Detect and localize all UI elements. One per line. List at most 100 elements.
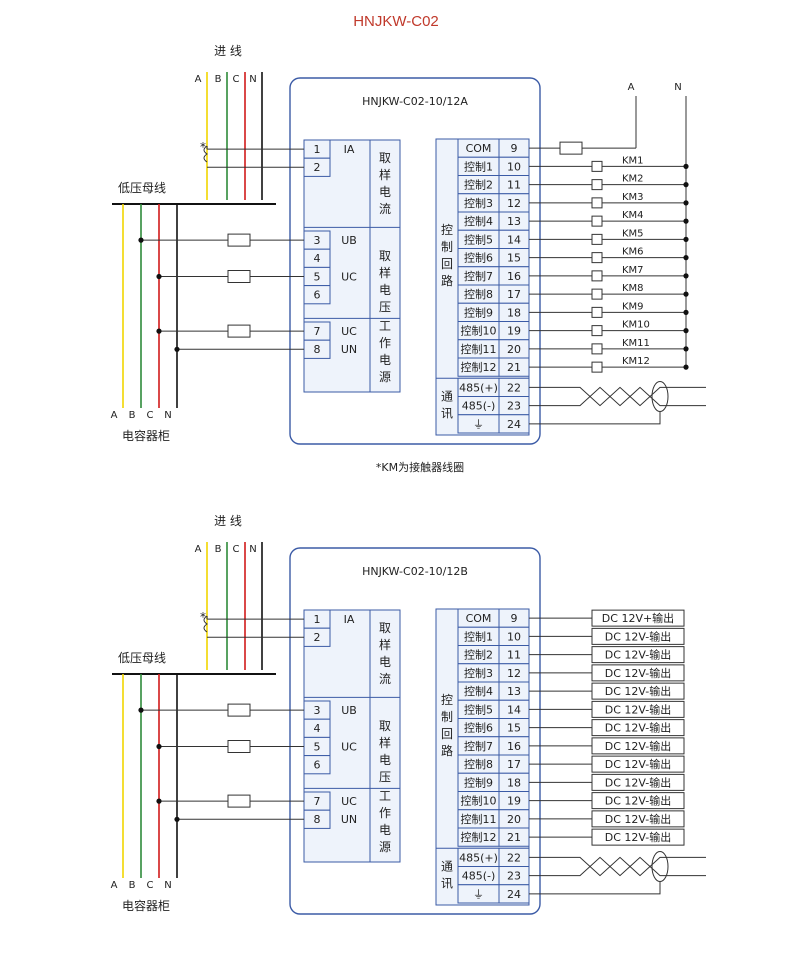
group-sample-voltage-char: 电 <box>379 753 391 767</box>
right-terminal-12-number: 12 <box>507 197 521 210</box>
group-communication-char: 通 <box>441 859 453 873</box>
coil-symbol <box>591 215 603 227</box>
fuse-symbol <box>227 324 251 338</box>
output-9-label: DC 12V-输出 <box>605 757 672 771</box>
shield-ground-wire <box>529 411 661 425</box>
right-terminal-12-signal: 控制3 <box>464 196 493 210</box>
output-7-label: DC 12V-输出 <box>605 721 672 735</box>
group-power-char: 作 <box>379 336 391 350</box>
group-power-char: 工 <box>379 319 391 333</box>
right-terminal-17-number: 17 <box>507 758 521 771</box>
coil-symbol <box>591 306 603 318</box>
output-box <box>591 828 685 846</box>
right-terminal-11-number: 11 <box>507 649 521 662</box>
group-sample-voltage-char: 电 <box>379 283 391 297</box>
group-sample-current-char: 样 <box>379 167 391 182</box>
incoming-phase-b-label: B <box>215 74 222 85</box>
right-terminal-10-number: 10 <box>507 630 521 643</box>
right-terminal-22-number: 22 <box>507 381 521 394</box>
right-terminal-23-signal: 485(-) <box>462 400 496 413</box>
incoming-phase-n-label: N <box>249 544 256 555</box>
right-terminal-13-number: 13 <box>507 685 521 698</box>
left-terminal-7-number: 7 <box>314 795 321 808</box>
junction-dot <box>156 328 162 334</box>
incoming-label: 进 线 <box>214 514 242 528</box>
right-terminal-20-signal: 控制11 <box>461 342 497 356</box>
contactor-4-label: KM4 <box>622 210 644 221</box>
contactor-7-label: KM7 <box>622 265 644 276</box>
right-terminal-17-number: 17 <box>507 288 521 301</box>
left-terminal-2-number: 2 <box>314 161 321 174</box>
junction-dot <box>683 328 689 334</box>
output-4-label: DC 12V-输出 <box>605 666 672 680</box>
shield-ground-wire <box>529 881 661 895</box>
right-terminal-9-signal: COM <box>466 612 492 625</box>
group-sample-current-char: 样 <box>379 637 391 652</box>
contactor-11-label: KM11 <box>622 338 650 349</box>
output-box <box>591 646 685 664</box>
right-terminal-13-number: 13 <box>507 215 521 228</box>
group-sample-voltage-char: 取 <box>379 249 391 263</box>
right-terminal-16-number: 16 <box>507 740 521 753</box>
left-terminal-8-number: 8 <box>314 343 321 356</box>
contactor-6-label: KM6 <box>622 247 644 258</box>
rs485-pair-a <box>529 386 706 407</box>
group-communication-char: 通 <box>441 389 453 403</box>
output-3-label: DC 12V-输出 <box>605 648 672 662</box>
left-terminal-6-number: 6 <box>314 289 321 302</box>
coil-symbol <box>591 288 603 300</box>
current-transformer-symbol <box>203 615 208 633</box>
right-terminal-9-number: 9 <box>511 142 518 155</box>
left-terminal-3-signal: UB <box>341 704 357 717</box>
group-power-char: 源 <box>379 370 391 384</box>
group-control-loop-char: 控 <box>441 693 453 707</box>
contactor-8-label: KM8 <box>622 283 644 294</box>
rs485-pair-a <box>529 856 706 877</box>
output-box <box>591 682 685 700</box>
km-footnote: *KM为接触器线圈 <box>376 460 464 474</box>
supply-a-label: A <box>628 82 635 93</box>
contactor-1-label: KM1 <box>622 155 644 166</box>
left-terminal-5-number: 5 <box>314 270 321 283</box>
right-terminal-19-signal: 控制10 <box>461 324 497 338</box>
right-terminal-18-number: 18 <box>507 306 521 319</box>
output-box <box>591 810 685 828</box>
group-sample-current-char: 流 <box>379 672 391 686</box>
right-terminal-21-number: 21 <box>507 831 521 844</box>
group-sample-current-char: 流 <box>379 202 391 216</box>
right-terminal-24-number: 24 <box>507 888 521 901</box>
right-terminal-14-signal: 控制5 <box>464 702 493 716</box>
coil-symbol <box>591 325 603 337</box>
output-8-label: DC 12V-输出 <box>605 739 672 753</box>
left-terminal-2-number: 2 <box>314 631 321 644</box>
right-terminal-16-signal: 控制7 <box>464 739 493 753</box>
group-control-loop-char: 回 <box>441 257 453 271</box>
left-terminal-3-signal: UB <box>341 234 357 247</box>
cabinet-phase-c-label: C <box>147 880 154 891</box>
incoming-phase-a-label: A <box>195 544 202 555</box>
output-10-label: DC 12V-输出 <box>605 775 672 789</box>
output-11-label: DC 12V-输出 <box>605 794 672 808</box>
right-terminal-13-signal: 控制4 <box>464 684 493 698</box>
right-terminal-11-signal: 控制2 <box>464 648 493 662</box>
right-terminal-21-signal: 控制12 <box>461 360 497 374</box>
right-terminal-15-number: 15 <box>507 252 521 265</box>
cabinet-phase-a-label: A <box>111 410 118 421</box>
contactor-5-label: KM5 <box>622 228 644 239</box>
left-terminal-1-number: 1 <box>314 613 321 626</box>
fuse-symbol <box>227 794 251 808</box>
busbar-label: 低压母线 <box>118 181 166 195</box>
group-communication-char: 讯 <box>441 876 453 890</box>
group-control-loop-char: 制 <box>441 710 453 724</box>
output-box <box>591 719 685 737</box>
ct-polarity-mark: * <box>200 140 206 154</box>
rs485-pair-b <box>529 386 706 407</box>
right-terminal-18-number: 18 <box>507 776 521 789</box>
right-terminal-15-signal: 控制6 <box>464 721 493 735</box>
junction-dot <box>683 218 689 224</box>
cabinet-phase-b-label: B <box>129 410 136 421</box>
left-terminal-4-number: 4 <box>314 252 321 265</box>
junction-dot <box>174 346 180 352</box>
right-terminal-16-signal: 控制7 <box>464 269 493 283</box>
